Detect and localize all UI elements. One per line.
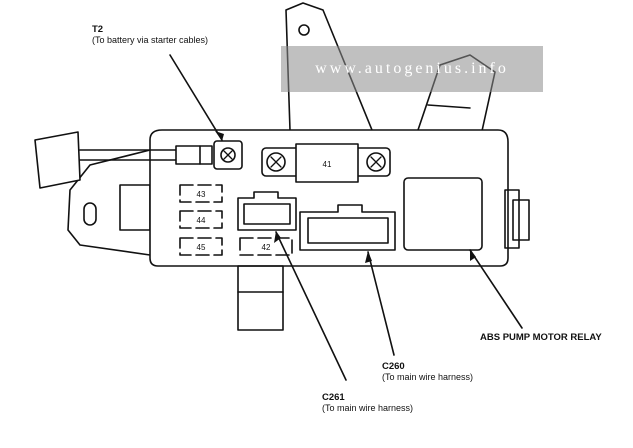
fuse-42-label: 42: [262, 243, 271, 252]
left-flange: [67, 149, 151, 256]
t2-id: T2: [92, 24, 104, 35]
fuse-42-box: [239, 237, 293, 256]
ring-terminal: [175, 145, 213, 165]
right-side-connector: [504, 189, 520, 249]
battery-cable: [79, 149, 186, 161]
flange-slot: [83, 202, 97, 226]
bracket-hole: [298, 24, 310, 36]
fuse-41-label: 41: [323, 160, 332, 169]
abs-relay-label: ABS PUMP MOTOR RELAY: [480, 332, 602, 343]
c260-desc: (To main wire harness): [382, 372, 474, 382]
bottom-tab: [237, 265, 284, 331]
abs-pump-motor-relay: [403, 177, 483, 251]
left-tab: [119, 184, 151, 231]
c260-label: C260 (To main wire harness): [382, 361, 473, 383]
fuse-41-element: [295, 143, 359, 183]
c260-leader: [367, 251, 395, 356]
t2-leader: [169, 54, 223, 141]
t2-label: T2 (To battery via starter cables): [92, 24, 208, 46]
fuse-44-label: 44: [197, 216, 206, 225]
c261-id: C261: [322, 392, 345, 403]
c260-connector: [299, 204, 396, 251]
cable-end-block: [34, 131, 81, 189]
c261-label: C261 (To main wire harness): [322, 392, 413, 414]
c261-leader: [275, 231, 347, 381]
fuse-41-screw-right: [366, 152, 386, 172]
c261-desc: (To main wire harness): [322, 403, 414, 413]
fuse-44-box: [179, 210, 223, 229]
abs-leader: [469, 249, 523, 329]
c260-id: C260: [382, 361, 405, 372]
fuse-41-screw-left: [266, 152, 286, 172]
fuse-43-box: [179, 184, 223, 203]
watermark: www.autogenius.info: [281, 46, 543, 92]
fuse-43-label: 43: [197, 190, 206, 199]
t2-desc: (To battery via starter cables): [92, 35, 209, 45]
fuse-45-label: 45: [197, 243, 206, 252]
c261-connector: [237, 191, 297, 231]
fuse-45-box: [179, 237, 223, 256]
